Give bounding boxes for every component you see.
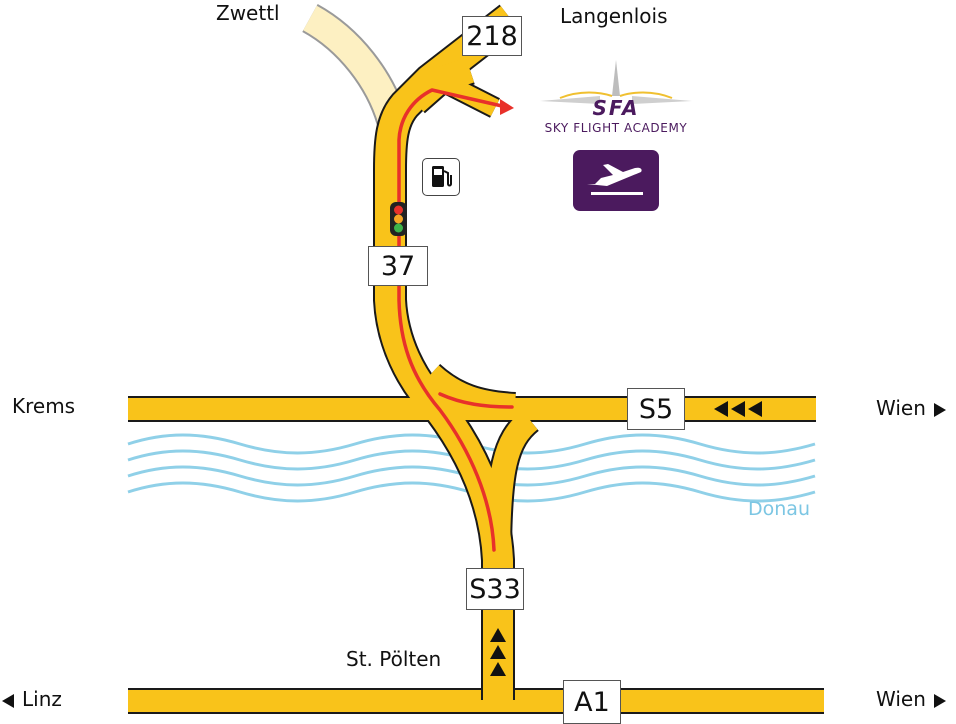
s33-direction-arrows xyxy=(490,628,506,676)
shield-s5: S5 xyxy=(627,388,685,430)
label-linz: Linz xyxy=(2,689,62,709)
shield-218: 218 xyxy=(462,16,522,56)
a1-highway xyxy=(128,688,824,714)
airplane-takeoff-icon xyxy=(587,164,643,195)
fuel-pump-icon xyxy=(422,158,460,196)
label-langenlois: Langenlois xyxy=(560,4,668,28)
label-zwettl: Zwettl xyxy=(216,1,280,25)
label-st-poelten: St. Pölten xyxy=(346,647,442,671)
airport-tile xyxy=(573,150,659,211)
label-wien-a1: Wien xyxy=(876,689,946,709)
shield-a1: A1 xyxy=(563,680,621,724)
route-arrowhead xyxy=(500,99,514,115)
wien-s5-text: Wien xyxy=(876,396,926,420)
sfa-logo-mark xyxy=(540,60,692,104)
sfa-logo-name: SKY FLIGHT ACADEMY xyxy=(544,121,688,135)
arrow-right-icon xyxy=(933,402,946,417)
zwettl-road xyxy=(301,3,408,126)
linz-text: Linz xyxy=(22,687,62,711)
arrow-right-icon xyxy=(933,693,946,708)
route-line xyxy=(397,88,514,552)
wien-a1-text: Wien xyxy=(876,687,926,711)
sfa-logo-abbr: SFA xyxy=(592,96,640,120)
shield-37: 37 xyxy=(368,246,428,286)
s5-direction-arrows xyxy=(714,401,762,417)
label-donau: Donau xyxy=(748,498,810,520)
traffic-light-icon xyxy=(390,202,407,236)
label-krems: Krems xyxy=(12,394,76,418)
label-wien-s5: Wien xyxy=(876,398,946,418)
shield-s33: S33 xyxy=(466,568,524,610)
arrow-left-icon xyxy=(2,693,14,708)
s5-fill xyxy=(128,398,816,420)
